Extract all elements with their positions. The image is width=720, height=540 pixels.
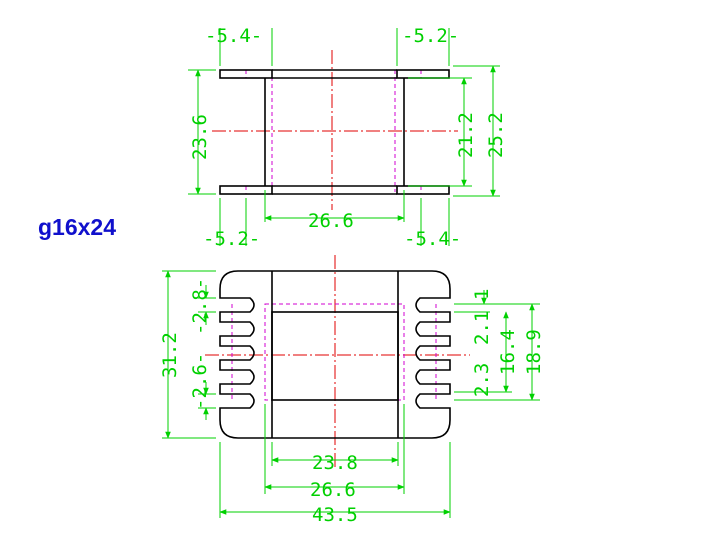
top-view: -5.4- -5.2- -5.2- -5.4- 26.6 23.6 21.2 2…	[188, 25, 507, 250]
top-flange-top-left	[219, 69, 273, 79]
dim-text-23-6: 23.6	[189, 114, 211, 160]
dim-text-16-4: 16.4	[497, 329, 519, 375]
bottom-core-window	[271, 311, 399, 401]
dim-text-5-2-bottom: -5.2-	[203, 228, 260, 250]
dim-text-26-6-top: 26.6	[308, 210, 354, 232]
bottom-centerlines	[205, 255, 470, 470]
dim-text-25-2: 25.2	[485, 112, 507, 158]
dim-text-43-5: 43.5	[312, 504, 358, 526]
dim-text-1: 1	[471, 289, 493, 300]
top-flange-bottom-right	[396, 185, 450, 195]
dim-text-5-4-top: -5.4-	[205, 25, 262, 47]
dim-text-23-8: 23.8	[312, 452, 358, 474]
top-flange-bottom-left	[219, 185, 273, 195]
dim-text-31-2: 31.2	[159, 332, 181, 378]
bottom-dimension-lines	[162, 270, 540, 518]
dim-text-2-1: 2.1	[471, 311, 493, 345]
bottom-body-outline	[219, 270, 451, 439]
dim-text-18-9: 18.9	[523, 329, 545, 375]
bottom-view: 31.2 -2.8- -2.6- 1 2.1 2.3 16.4 18.9 23.…	[159, 255, 545, 526]
top-flange-top-right	[396, 69, 450, 79]
bottom-hidden-lines	[231, 303, 437, 401]
dim-text-21-2: 21.2	[455, 112, 477, 158]
dim-text-5-2-top: -5.2-	[402, 25, 459, 47]
dim-text-26-6-bottom: 26.6	[310, 479, 356, 501]
top-dimension-lines	[188, 28, 500, 246]
bottom-flange-outline	[219, 270, 451, 439]
dim-text-2-3: 2.3	[471, 363, 493, 397]
top-body-outline	[219, 69, 450, 195]
top-hidden-lines	[245, 70, 422, 194]
dim-text-2-8: -2.8-	[189, 278, 211, 335]
dim-text-2-6: -2.6-	[189, 353, 211, 410]
top-centerlines	[212, 50, 458, 210]
part-title: g16x24	[38, 214, 117, 240]
dim-text-5-4-bottom: -5.4-	[404, 228, 461, 250]
